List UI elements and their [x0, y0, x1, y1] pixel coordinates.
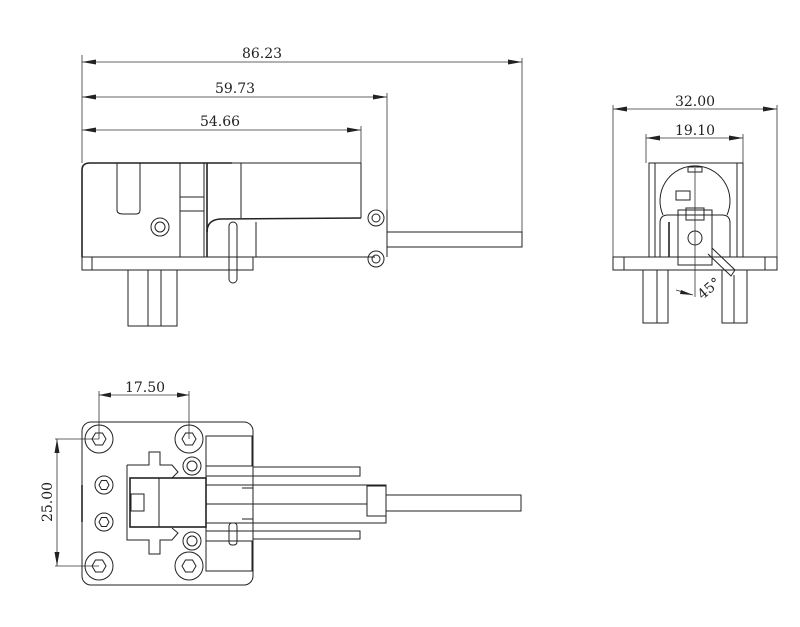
side-body	[81, 162, 523, 327]
side-view: 86.23 59.73 54.66	[81, 46, 523, 327]
dimension-label: 19.10	[675, 123, 715, 139]
dimension-label: 59.73	[215, 81, 255, 97]
dimension-25-00: 25.00	[40, 438, 99, 567]
dimension-54-66: 54.66	[82, 114, 362, 163]
dimension-59-73: 59.73	[82, 81, 388, 210]
front-view: 32.00 19.10	[612, 94, 778, 324]
dimension-86-23: 86.23	[81, 46, 523, 232]
dimension-label: 17.50	[125, 380, 165, 396]
angle-label: 45°	[695, 275, 724, 303]
dimension-label: 32.00	[675, 94, 715, 110]
dimension-19-10: 19.10	[645, 123, 744, 163]
top-body	[81, 421, 522, 586]
mount-screws	[84, 424, 204, 581]
front-body: 45°	[612, 162, 778, 324]
dimension-32-00: 32.00	[612, 94, 778, 257]
dimension-label: 25.00	[40, 482, 56, 522]
top-view: 17.50 25.00	[40, 380, 522, 586]
dimension-label: 86.23	[242, 46, 282, 62]
dimension-label: 54.66	[200, 114, 240, 130]
dimension-17-50: 17.50	[98, 380, 190, 439]
